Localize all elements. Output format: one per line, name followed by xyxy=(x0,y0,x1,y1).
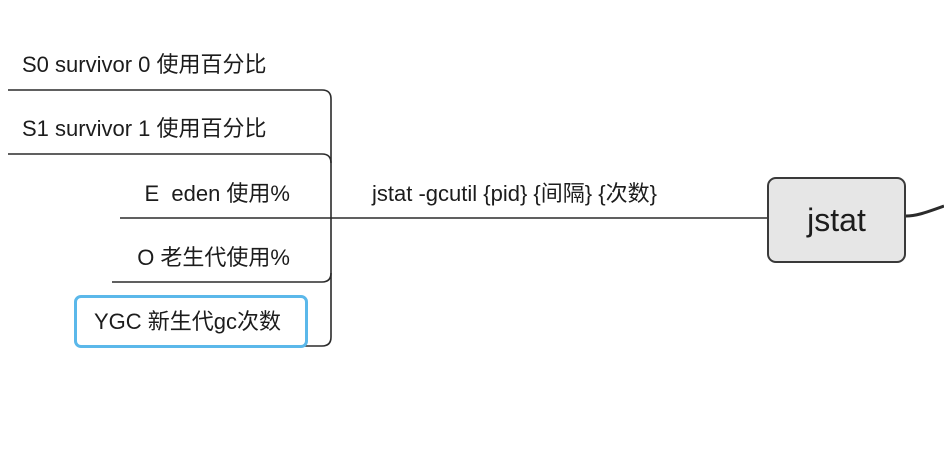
topic-s1[interactable]: S1 survivor 1 使用百分比 xyxy=(22,116,267,141)
selection-highlight xyxy=(74,295,308,348)
root-node[interactable]: jstat xyxy=(767,177,906,263)
branch-underline-o xyxy=(112,272,332,283)
root-node-label: jstat xyxy=(807,201,866,238)
root-outgoing-curve xyxy=(905,204,944,218)
edge-label[interactable]: jstat -gcutil {pid} {间隔} {次数} xyxy=(372,181,657,206)
topic-o[interactable]: O 老生代使用% xyxy=(137,245,290,270)
topic-e[interactable]: E eden 使用% xyxy=(144,181,290,206)
branch-underline-s1 xyxy=(8,153,332,164)
topic-s0[interactable]: S0 survivor 0 使用百分比 xyxy=(22,52,267,77)
topic-ygc[interactable]: YGC 新生代gc次数 xyxy=(94,309,282,334)
